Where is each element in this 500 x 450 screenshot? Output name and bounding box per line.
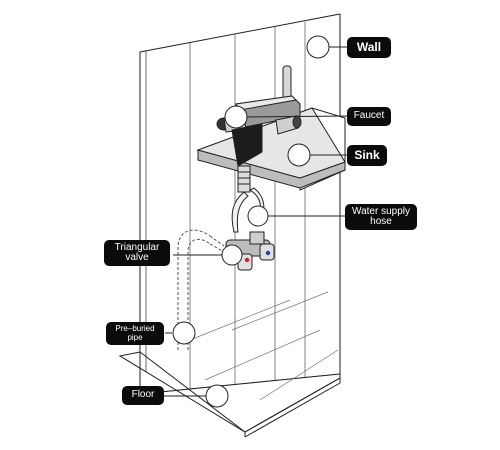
sink-label: Sink <box>347 145 387 166</box>
pre-buried-pipe-label: Pre–buried pipe <box>106 322 164 345</box>
faucet-label: Faucet <box>347 107 391 126</box>
water-supply-hose-label: Water supply hose <box>345 204 417 230</box>
leaders <box>164 35 349 408</box>
wall-label: Wall <box>347 37 391 58</box>
pre-buried-pipe-drawing <box>177 229 225 350</box>
floor-label: Floor <box>122 386 164 405</box>
floor-slab <box>118 291 341 438</box>
triangular-valve-label: Triangular valve <box>104 240 170 266</box>
